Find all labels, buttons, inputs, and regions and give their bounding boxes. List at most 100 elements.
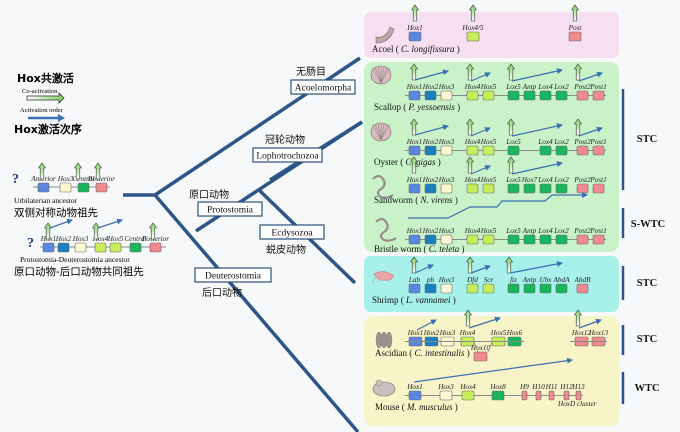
gene-box xyxy=(555,234,568,245)
gene-box xyxy=(109,242,122,253)
ancestor-name-zh: 双侧对称动物祖先 xyxy=(14,206,98,219)
gene-label: Lox2 xyxy=(553,138,569,146)
gene-label: Central xyxy=(73,175,95,183)
sandworm-icon xyxy=(372,174,394,199)
ancestor-name-en: Protostomia-Deuterostomia ancestor xyxy=(20,255,130,264)
gene-label: Hox4 xyxy=(92,235,109,243)
activation-order-arrow xyxy=(414,124,449,136)
clade-en-label: Ecdysozoa xyxy=(271,229,313,239)
gene-box xyxy=(461,390,475,401)
coactivation-arrow-icon xyxy=(570,4,580,22)
coactivation-arrow-icon xyxy=(465,118,475,136)
gene-label: Lox5 xyxy=(505,227,521,235)
gene-label: AbdA xyxy=(553,276,571,284)
gene-label: Hox2 xyxy=(422,227,439,235)
coactivation-arrow-icon xyxy=(465,256,475,274)
gene-label: Scr xyxy=(484,276,494,284)
gene-box xyxy=(466,234,479,245)
gene-box xyxy=(408,31,422,42)
gene-label: H9 xyxy=(519,383,529,391)
gene-label: Hox3 xyxy=(438,83,455,91)
coactivation-arrow-icon xyxy=(506,118,516,136)
gene-label: Hox1 xyxy=(406,24,423,32)
gene-label: H11 xyxy=(545,383,558,391)
gene-box xyxy=(424,283,437,294)
gene-hox4: Hox4 xyxy=(464,138,481,156)
gene-h12: H12 xyxy=(559,383,573,401)
clade-en-label: Acoelomorpha xyxy=(295,84,352,94)
gene-box xyxy=(440,90,453,101)
gene-label: Hox5 xyxy=(107,235,124,243)
gene-hox2: Hox2 xyxy=(422,176,439,194)
gene-hox5: Hox5 xyxy=(480,227,497,245)
gene-box xyxy=(592,234,605,245)
cluster-type-label: STC xyxy=(637,334,657,345)
legend-order-title: Hox激活次序 xyxy=(14,122,82,136)
gene-label: Hox5 xyxy=(480,176,497,184)
gene-label: AbdB xyxy=(574,276,592,284)
species-name: Shrimp ( L. vannamei ) xyxy=(372,295,456,305)
gene-hox3: Hox3 xyxy=(438,176,455,194)
activation-order-arrow xyxy=(416,319,437,331)
species-name: Sandworm ( N. virens ) xyxy=(374,195,458,205)
gene-label: Hox2 xyxy=(422,138,439,146)
gene-label: Post2 xyxy=(573,227,591,235)
gene-label: Hox4 xyxy=(464,138,481,146)
gene-lox5: Lox5 xyxy=(505,83,521,101)
gene-box xyxy=(539,183,552,194)
gene-hox4: Hox4 xyxy=(92,235,109,253)
clade-ecdysozoa: Ecdysozoa 蜕皮动物 xyxy=(259,224,325,256)
gene-hox2: Hox2 xyxy=(422,227,439,245)
legend-coactivation-label: Co-activation xyxy=(22,88,58,95)
gene-hox3: Hox3 xyxy=(72,235,89,253)
gene-hox2: Hox2 xyxy=(422,83,439,101)
cluster-type-label: STC xyxy=(637,134,657,145)
cluster-type-label: S-WTC xyxy=(631,219,665,230)
unknown-question-mark: ? xyxy=(12,172,19,187)
gene-hox3: Hox3 xyxy=(57,175,74,193)
gene-central: Central xyxy=(73,175,95,193)
gene-antp: Antp xyxy=(522,227,537,245)
gene-label: Post2 xyxy=(573,83,591,91)
gene-label: Hox13 xyxy=(588,329,609,337)
gene-hox5: Hox5 xyxy=(107,235,124,253)
gene-label: Hox4 xyxy=(464,83,481,91)
gene-box xyxy=(576,145,589,156)
gene-label: Hox4 xyxy=(464,227,481,235)
gene-box xyxy=(94,242,107,253)
gene-label: Hox3 xyxy=(438,138,455,146)
gene-label: Hox8 xyxy=(489,383,506,391)
coactivation-arrow-icon xyxy=(409,256,419,274)
gene-box xyxy=(576,234,589,245)
gene-label: Lox4 xyxy=(537,227,553,235)
gene-label: Hox5 xyxy=(480,138,497,146)
gene-box xyxy=(535,390,542,401)
coactivation-arrow-icon xyxy=(409,156,419,174)
gene-box xyxy=(439,390,453,401)
gene-label: Hox4 xyxy=(464,176,481,184)
gene-box xyxy=(523,234,536,245)
panel-acoelomorpha xyxy=(364,12,619,58)
gene-post2: Post2 xyxy=(573,83,591,101)
gene-label: Hox3 xyxy=(437,383,454,391)
gene-hox1: Hox1 xyxy=(406,138,422,156)
gene-box xyxy=(57,242,70,253)
activation-order-arrow xyxy=(470,127,491,137)
coactivation-arrow-icon xyxy=(410,4,420,22)
gene-box xyxy=(440,234,453,245)
gene-hox3: Hox3 xyxy=(438,276,455,294)
gene-hox4: Hox4 xyxy=(464,227,481,245)
coactivation-arrow-icon xyxy=(26,92,65,104)
gene-label: Hox4 xyxy=(459,329,476,337)
gene-box xyxy=(563,390,570,401)
gene-abda: AbdA xyxy=(553,276,571,294)
gene-hox3: Hox3 xyxy=(438,138,455,156)
activation-order-arrow xyxy=(414,264,434,274)
activation-order-arrow xyxy=(511,68,563,82)
gene-label: H12 xyxy=(559,383,573,391)
gene-hox7: Hox7 xyxy=(521,176,538,194)
gene-label: H10 xyxy=(531,383,545,391)
